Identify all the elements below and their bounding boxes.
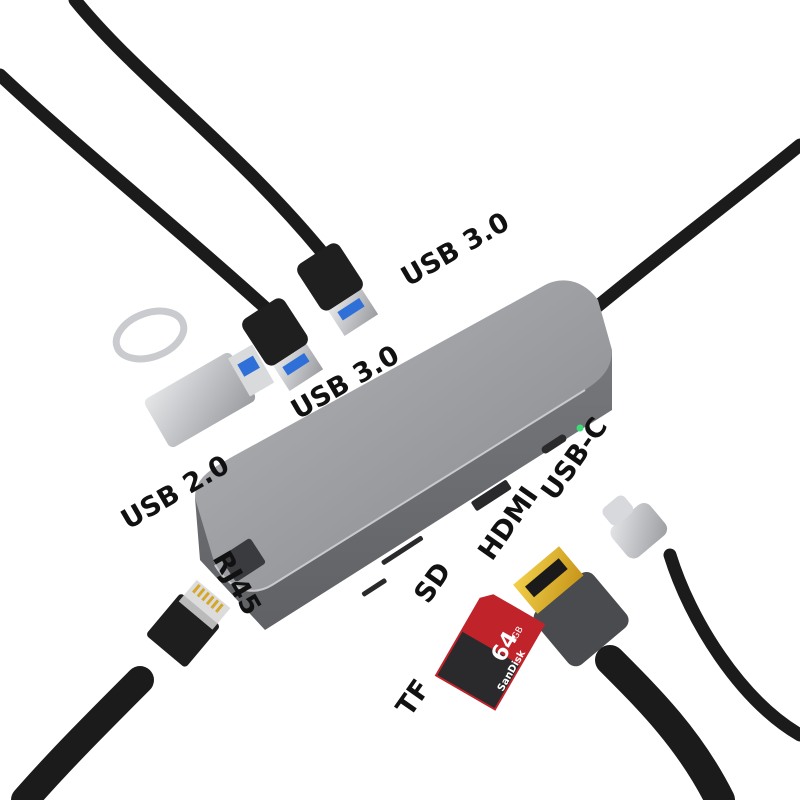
rj45-cable: [11, 666, 154, 800]
hdmi-port: [471, 480, 512, 511]
usbc-connector: [602, 495, 668, 559]
rj45-port: [220, 538, 266, 582]
status-led: [576, 424, 584, 432]
usb3-top-cable: [68, 0, 337, 269]
rj45-connector: [147, 579, 231, 667]
label-hdmi: HDMI: [472, 481, 544, 566]
usbc-host-cable: [568, 138, 800, 332]
hub-top: [195, 280, 612, 591]
usb3-top-connector: [297, 243, 379, 337]
usb3-mid-cable: [0, 68, 277, 319]
label-usb3-top: USB 3.0: [396, 207, 515, 293]
usbc-port: [541, 434, 567, 454]
label-tf: TF: [390, 674, 437, 722]
hdmi-connector: [513, 546, 629, 667]
hub-body: [195, 280, 612, 630]
usb2-flash-drive: [112, 307, 275, 448]
sd-card: 64 GB SanDisk: [434, 594, 546, 711]
tf-slot: [361, 578, 387, 597]
sd-slot: [381, 536, 423, 565]
usbc-cable: [663, 548, 800, 742]
usb3-mid-connector: [242, 298, 324, 392]
label-sd: SD: [408, 557, 457, 609]
keyring-icon: [112, 307, 188, 363]
hdmi-cable: [595, 645, 735, 800]
hub-edge-highlight: [214, 389, 586, 592]
